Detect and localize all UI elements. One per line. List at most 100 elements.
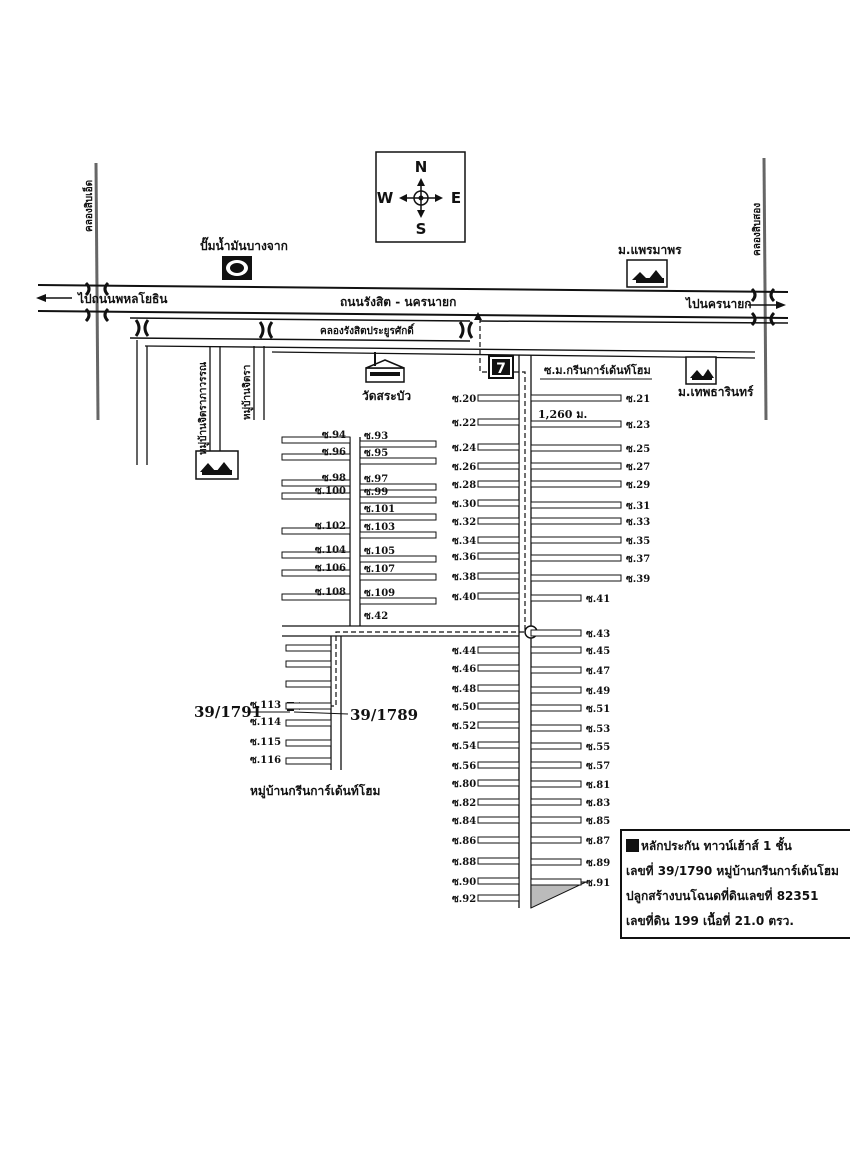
soi-wbl-6-street	[281, 569, 351, 577]
soi-w-2-street	[477, 443, 520, 451]
soi-wbr-6-street	[359, 555, 437, 563]
soi-label-wbl-3: ซ.100	[315, 486, 346, 497]
soi-label-w-17: ซ.56	[452, 761, 476, 772]
village-icon-thepthari	[685, 356, 717, 385]
canal-right-label: คลองสิบสอง	[751, 203, 763, 256]
soi-label-e-15: ซ.51	[586, 704, 610, 715]
compass-south: S	[416, 220, 427, 238]
soi-label-e-3: ซ.27	[626, 462, 650, 473]
soi-e-2-street	[530, 444, 622, 452]
soi-label-w-4: ซ.28	[452, 480, 476, 491]
soi-label-e-24: ซ.91	[586, 878, 610, 889]
soi-wbr-3-street	[359, 496, 437, 504]
soi-wbr-8-street	[359, 597, 437, 605]
village-thepthari-label: ม.เทพธารินทร์	[678, 385, 754, 399]
road-to-west-label: ไปถนนพหลโยธิน	[76, 291, 168, 306]
compass-rose: N S W E	[375, 151, 466, 243]
soi-label-e-14: ซ.49	[586, 686, 610, 697]
soi-wbl-7-street	[281, 593, 351, 601]
soi-w-19-street	[477, 798, 520, 806]
soi-label-w-8: ซ.36	[452, 552, 476, 563]
distance-label: 1,260 ม.	[538, 408, 587, 421]
legend-line-1: หลักประกัน ทาวน์เฮ้าส์ 1 ชั้น	[626, 837, 792, 856]
compass-east: E	[451, 189, 461, 207]
soi-e-11-street	[530, 629, 582, 637]
soi-label-w-5: ซ.30	[452, 499, 476, 510]
soi-w-5-street	[477, 499, 520, 507]
soi-label-e-6: ซ.33	[626, 517, 650, 528]
soi-e-6-street	[530, 517, 622, 525]
soi-label-e-22: ซ.87	[586, 836, 610, 847]
soi-e-21-street	[530, 816, 582, 824]
soi-label-w-3: ซ.26	[452, 462, 476, 473]
soi-label-wbr-0: ซ.93	[364, 431, 388, 442]
soi-label-wbl-1: ซ.96	[322, 447, 346, 458]
soi-sw-stub-1-street	[285, 660, 332, 668]
soi-label-e-2: ซ.25	[626, 444, 650, 455]
village-icon-jitra	[195, 450, 239, 480]
soi-wbr-1-street	[359, 457, 437, 465]
soi-label-w-6: ซ.32	[452, 517, 476, 528]
soi-label-e-10: ซ.41	[586, 594, 610, 605]
village-phraemaphon-label: ม.แพรมาพร	[618, 243, 682, 257]
soi-wbr-5-street	[359, 531, 437, 539]
soi-label-sw-2: ซ.115	[250, 737, 281, 748]
soi-w-23-street	[477, 877, 520, 885]
soi-w-9-street	[477, 572, 520, 580]
canal-left-label: คลองสิบเอ็ด	[81, 180, 95, 232]
soi-label-w-19: ซ.82	[452, 798, 476, 809]
soi-label-e-8: ซ.37	[626, 554, 650, 565]
legend-line-2: เลขที่ 39/1790 หมู่บ้านกรีนการ์เด้นโฮม	[626, 864, 839, 878]
soi-e-18-street	[530, 761, 582, 769]
soi-label-w-7: ซ.34	[452, 536, 476, 547]
soi-e-22-street	[530, 836, 582, 844]
soi-label-w-20: ซ.84	[452, 816, 476, 827]
soi-e-1-street	[530, 420, 622, 428]
soi-label-w-23: ซ.90	[452, 877, 476, 888]
soi-label-w-2: ซ.24	[452, 443, 476, 454]
soi-label-wbr-1: ซ.95	[364, 448, 388, 459]
soi-label-wbl-0: ซ.94	[322, 430, 346, 441]
soi-label-e-17: ซ.55	[586, 742, 610, 753]
village-green-garden-label: หมู่บ้านกรีนการ์เด้นท์โฮม	[250, 783, 380, 799]
soi-e-16-street	[530, 724, 582, 732]
soi-label-wbr-3: ซ.99	[364, 487, 388, 498]
soi-label-e-20: ซ.83	[586, 798, 610, 809]
canal-left	[94, 162, 100, 421]
soi-label-sw-3: ซ.116	[250, 755, 281, 766]
house-number-left: 39/1791	[194, 703, 262, 721]
soi-w-24-street	[477, 894, 520, 902]
house-number-right: 39/1789	[350, 706, 418, 724]
bridge-marks	[84, 281, 776, 339]
soi-wbl-5-street	[281, 551, 351, 559]
soi-e-4-street	[530, 480, 622, 488]
soi-label-w-14: ซ.50	[452, 702, 476, 713]
soi-e-7-street	[530, 536, 622, 544]
soi-sw-stub-0-street	[285, 644, 332, 652]
legend-square-icon	[626, 839, 639, 852]
soi-label-e-5: ซ.31	[626, 501, 650, 512]
soi-label-wbr-6: ซ.105	[364, 546, 395, 557]
soi-w-7-street	[477, 536, 520, 544]
soi-wbl-3-street	[281, 492, 351, 500]
soi-label-e-4: ซ.29	[626, 480, 650, 491]
soi-w-15-street	[477, 721, 520, 729]
legend-line-4: เลขที่ดิน 199 เนื้อที่ 21.0 ตรว.	[626, 914, 794, 928]
main-road-label: ถนนรังสิต - นครนายก	[340, 295, 456, 309]
soi-label-e-0: ซ.21	[626, 394, 650, 405]
temple-icon	[365, 352, 405, 383]
soi-sw-3-street	[285, 757, 332, 765]
soi-w-12-street	[477, 664, 520, 672]
soi-label-e-16: ซ.53	[586, 724, 610, 735]
soi-w-0-street	[477, 394, 520, 402]
soi-label-e-18: ซ.57	[586, 761, 610, 772]
soi-w-22-street	[477, 857, 520, 865]
soi-label-wbr-9: ซ.42	[364, 611, 388, 622]
soi-e-19-street	[530, 780, 582, 788]
legend-line-3: ปลูกสร้างบนโฉนดที่ดินเลขที่ 82351	[626, 889, 819, 903]
collateral-legend: หลักประกัน ทาวน์เฮ้าส์ 1 ชั้น เลขที่ 39/…	[620, 829, 850, 939]
soi-w-1-street	[477, 418, 520, 426]
soi-label-wbr-5: ซ.103	[364, 522, 395, 533]
